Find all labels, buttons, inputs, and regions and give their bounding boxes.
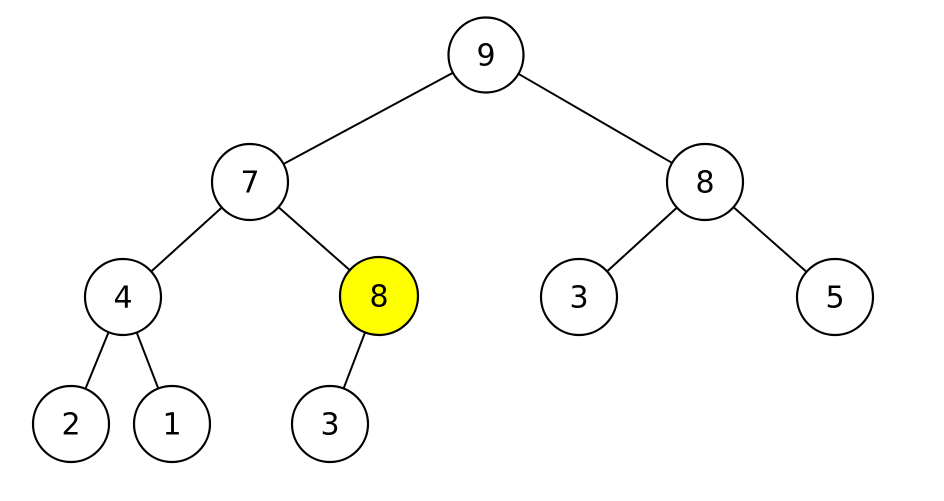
node-circle[interactable] (795, 257, 875, 337)
node-label: 5 (825, 281, 844, 316)
tree-node-highlighted[interactable]: 8 (338, 255, 420, 337)
tree-node[interactable]: 8 (665, 142, 745, 222)
tree-node[interactable]: 1 (132, 384, 212, 464)
tree-edge (342, 331, 367, 390)
node-label: 8 (369, 280, 388, 315)
node-circle[interactable] (447, 16, 525, 94)
tree-edge (150, 206, 223, 273)
tree-edge (84, 331, 110, 390)
tree-node[interactable]: 7 (210, 142, 290, 222)
node-circle[interactable] (31, 384, 111, 464)
tree-node[interactable]: 9 (447, 16, 525, 94)
tree-node[interactable]: 3 (290, 384, 370, 464)
node-circle[interactable] (539, 257, 619, 337)
tree-node[interactable]: 4 (83, 257, 163, 337)
tree-edge (135, 331, 160, 390)
tree-node[interactable]: 3 (539, 257, 619, 337)
node-label: 4 (113, 281, 132, 316)
tree-edge (277, 206, 351, 272)
node-label: 3 (320, 408, 339, 443)
node-circle[interactable] (132, 384, 212, 464)
tree-edge (606, 206, 678, 273)
node-circle[interactable] (210, 142, 290, 222)
nodes-layer: 9 7 8 4 8 3 5 2 1 3 (31, 16, 875, 464)
tree-edge (517, 72, 674, 164)
node-label: 1 (162, 408, 181, 443)
node-circle[interactable] (83, 257, 163, 337)
edges-layer (84, 71, 808, 390)
node-circle[interactable] (665, 142, 745, 222)
node-circle[interactable] (290, 384, 370, 464)
node-label: 7 (240, 166, 259, 201)
tree-node[interactable]: 5 (795, 257, 875, 337)
node-label: 8 (695, 166, 714, 201)
tree-edge (282, 71, 454, 165)
node-label: 2 (61, 408, 80, 443)
tree-edge (732, 206, 808, 273)
node-label: 9 (476, 39, 495, 74)
node-label: 3 (569, 281, 588, 316)
tree-node[interactable]: 2 (31, 384, 111, 464)
node-circle[interactable] (338, 255, 420, 337)
